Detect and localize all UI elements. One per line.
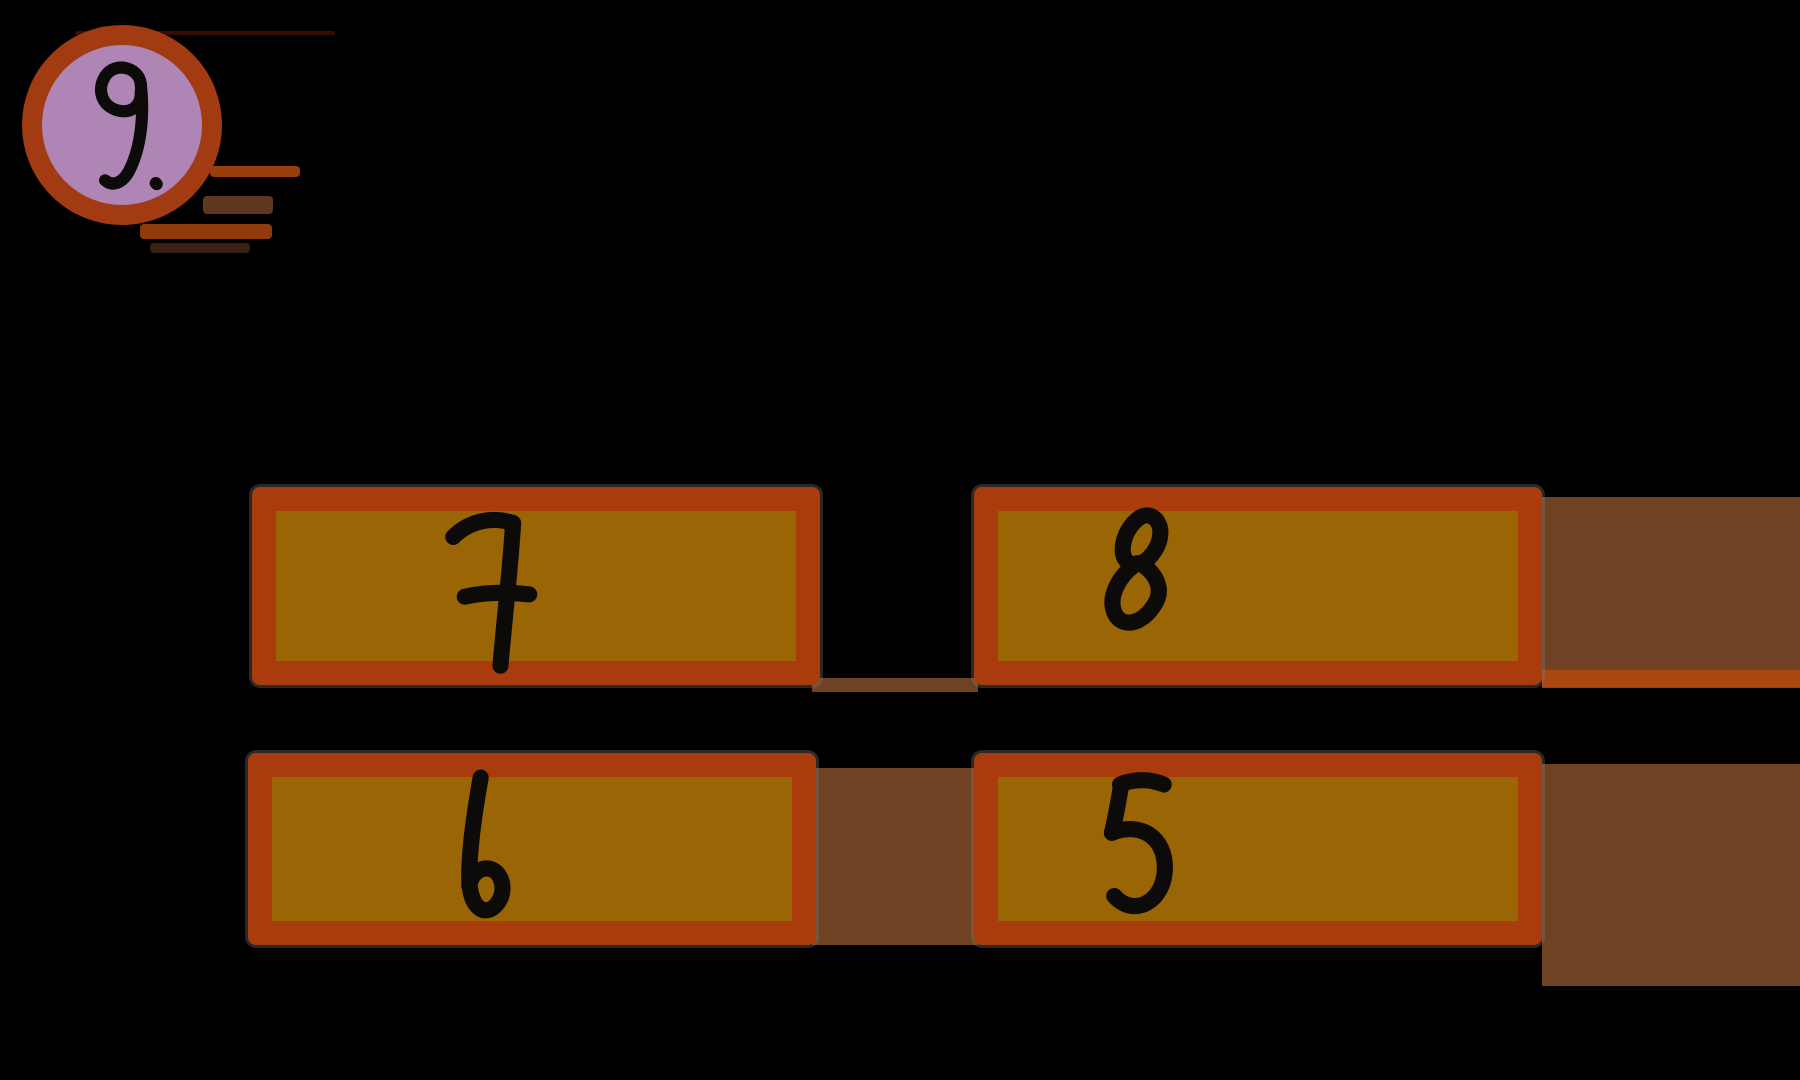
box-shadow	[1542, 497, 1800, 687]
answer-box-8[interactable]	[974, 487, 1542, 685]
handwritten-7-digit	[445, 511, 538, 674]
handwritten-8-digit	[1104, 507, 1169, 631]
answer-box-6[interactable]	[248, 753, 816, 945]
handwritten-9-digit	[95, 61, 163, 191]
motion-streak	[140, 224, 272, 239]
box-shadow	[812, 768, 978, 945]
box-shadow-smear	[1542, 670, 1800, 688]
motion-streak	[210, 166, 300, 177]
handwritten-5-digit	[1103, 772, 1173, 915]
box-shadow	[1542, 764, 1800, 986]
handwritten-6-digit	[461, 769, 511, 919]
motion-streak	[150, 243, 250, 253]
motion-streak	[203, 196, 273, 214]
answer-box-5[interactable]	[974, 753, 1542, 945]
box-shadow	[812, 678, 978, 692]
answer-box-7[interactable]	[252, 487, 820, 685]
motion-streak	[75, 31, 335, 35]
question-number-badge	[22, 25, 222, 225]
